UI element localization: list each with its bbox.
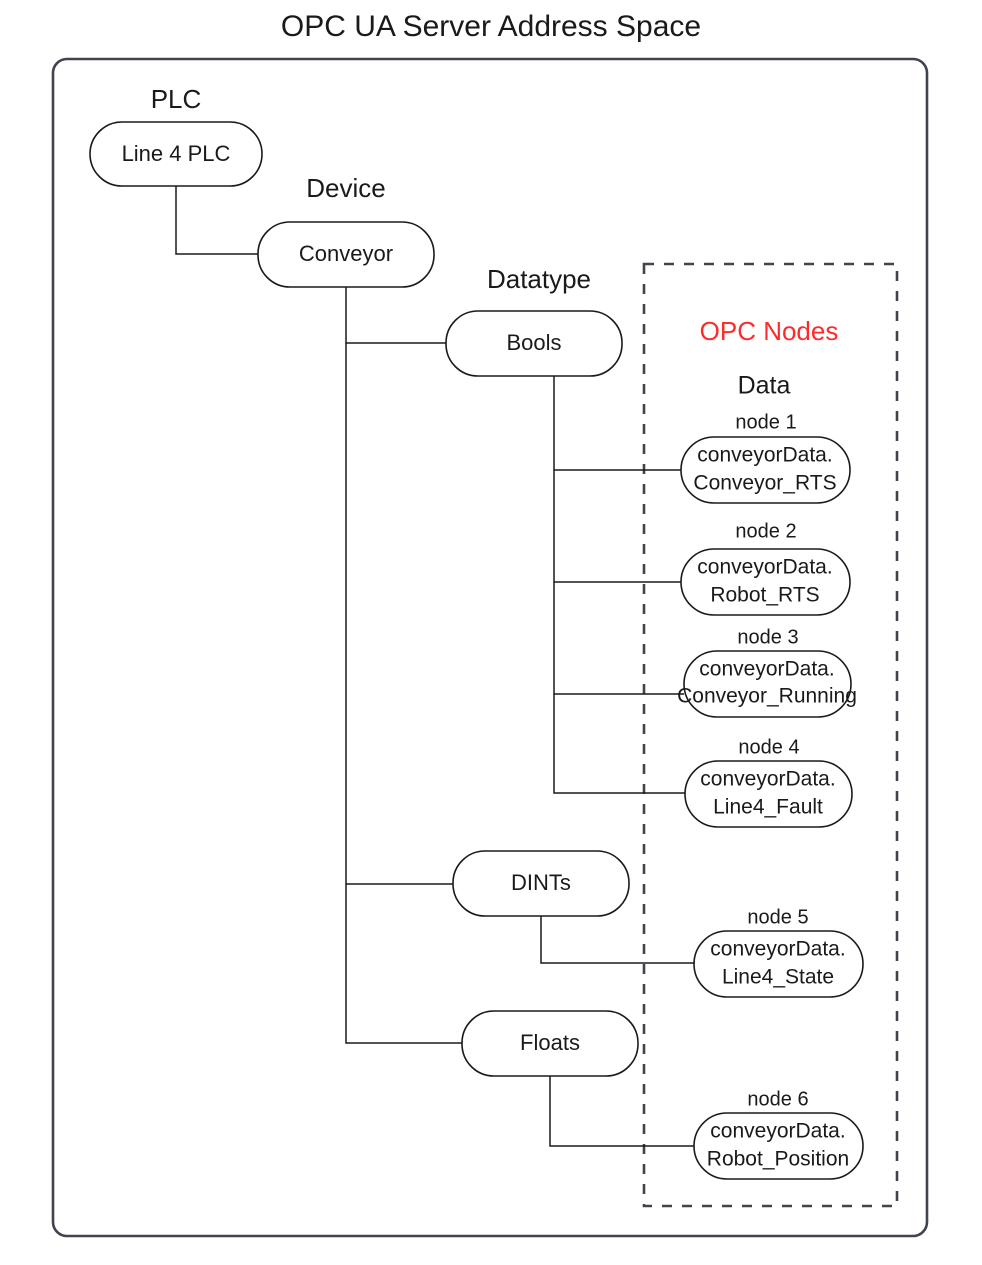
- edge-bools-to-node4: [553, 694, 685, 794]
- opc-nodes-container: [642, 262, 899, 1208]
- node-datatype-bools-label: Bools: [506, 330, 561, 355]
- node-datatype-floats-shape: [461, 1010, 639, 1077]
- node-conveyor-shape: [257, 221, 435, 288]
- opc-node-1-shape: [680, 436, 851, 504]
- node-line-4-plc-label: Line 4 PLC: [122, 141, 231, 166]
- group-label-plc: PLC: [151, 84, 202, 114]
- opc-node-2-caption: node 2: [735, 520, 796, 542]
- node-datatype-floats[interactable]: Floats: [461, 1010, 639, 1077]
- node-conveyor[interactable]: Conveyor: [257, 221, 435, 288]
- opc-node-1-line2: Conveyor_RTS: [693, 472, 836, 495]
- group-label-datatype: Datatype: [487, 264, 591, 294]
- opc-node-5-line1: conveyorData.: [710, 938, 845, 961]
- opc-node-1[interactable]: conveyorData. Conveyor_RTS: [680, 436, 851, 504]
- opc-node-4-shape: [684, 760, 853, 828]
- opc-node-4-caption: node 4: [738, 736, 799, 758]
- opc-node-3-caption: node 3: [737, 626, 798, 648]
- group-label-opc-nodes: OPC Nodes: [700, 316, 839, 346]
- opc-node-6[interactable]: conveyorData. Robot_Position: [693, 1112, 864, 1180]
- opc-node-5-line2: Line4_State: [722, 966, 834, 989]
- node-line-4-plc-shape: [89, 121, 263, 187]
- opc-node-6-caption: node 6: [747, 1088, 808, 1110]
- opc-node-6-line1: conveyorData.: [710, 1120, 845, 1143]
- opc-node-2[interactable]: conveyorData. Robot_RTS: [680, 548, 851, 616]
- edge-conveyor-to-floats: [345, 884, 462, 1044]
- group-label-device: Device: [306, 173, 385, 203]
- opc-node-2-line2: Robot_RTS: [710, 584, 819, 607]
- opc-node-4-line1: conveyorData.: [700, 768, 835, 791]
- opc-node-4[interactable]: conveyorData. Line4_Fault: [684, 760, 853, 828]
- opc-node-6-shape: [693, 1112, 864, 1180]
- opc-node-5-shape: [693, 930, 864, 998]
- node-datatype-floats-label: Floats: [520, 1030, 580, 1055]
- opc-node-2-line1: conveyorData.: [697, 556, 832, 579]
- node-line-4-plc[interactable]: Line 4 PLC: [89, 121, 263, 187]
- opc-node-5-caption: node 5: [747, 906, 808, 928]
- opc-node-3[interactable]: conveyorData. Conveyor_Running: [677, 650, 857, 718]
- opc-node-6-line2: Robot_Position: [707, 1148, 849, 1171]
- opc-node-1-caption: node 1: [735, 411, 796, 433]
- node-datatype-dints[interactable]: DINTs: [452, 850, 630, 917]
- edge-floats-to-node6: [549, 1076, 694, 1147]
- opc-node-3-line2: Conveyor_Running: [677, 685, 857, 708]
- edge-plc-to-conveyor: [175, 186, 258, 255]
- opc-node-1-line1: conveyorData.: [697, 444, 832, 467]
- node-datatype-dints-label: DINTs: [511, 870, 571, 895]
- page-title: OPC UA Server Address Space: [281, 10, 701, 43]
- opc-node-3-line1: conveyorData.: [699, 658, 834, 681]
- opc-node-3-shape: [683, 650, 852, 718]
- edge-dints-to-node5: [540, 916, 694, 964]
- group-label-data: Data: [738, 372, 791, 400]
- opc-node-5[interactable]: conveyorData. Line4_State: [693, 930, 864, 998]
- opc-node-4-line2: Line4_Fault: [713, 796, 823, 819]
- node-datatype-dints-shape: [452, 850, 630, 917]
- node-datatype-bools[interactable]: Bools: [445, 310, 623, 377]
- node-datatype-bools-shape: [445, 310, 623, 377]
- node-conveyor-label: Conveyor: [299, 241, 393, 266]
- opc-node-2-shape: [680, 548, 851, 616]
